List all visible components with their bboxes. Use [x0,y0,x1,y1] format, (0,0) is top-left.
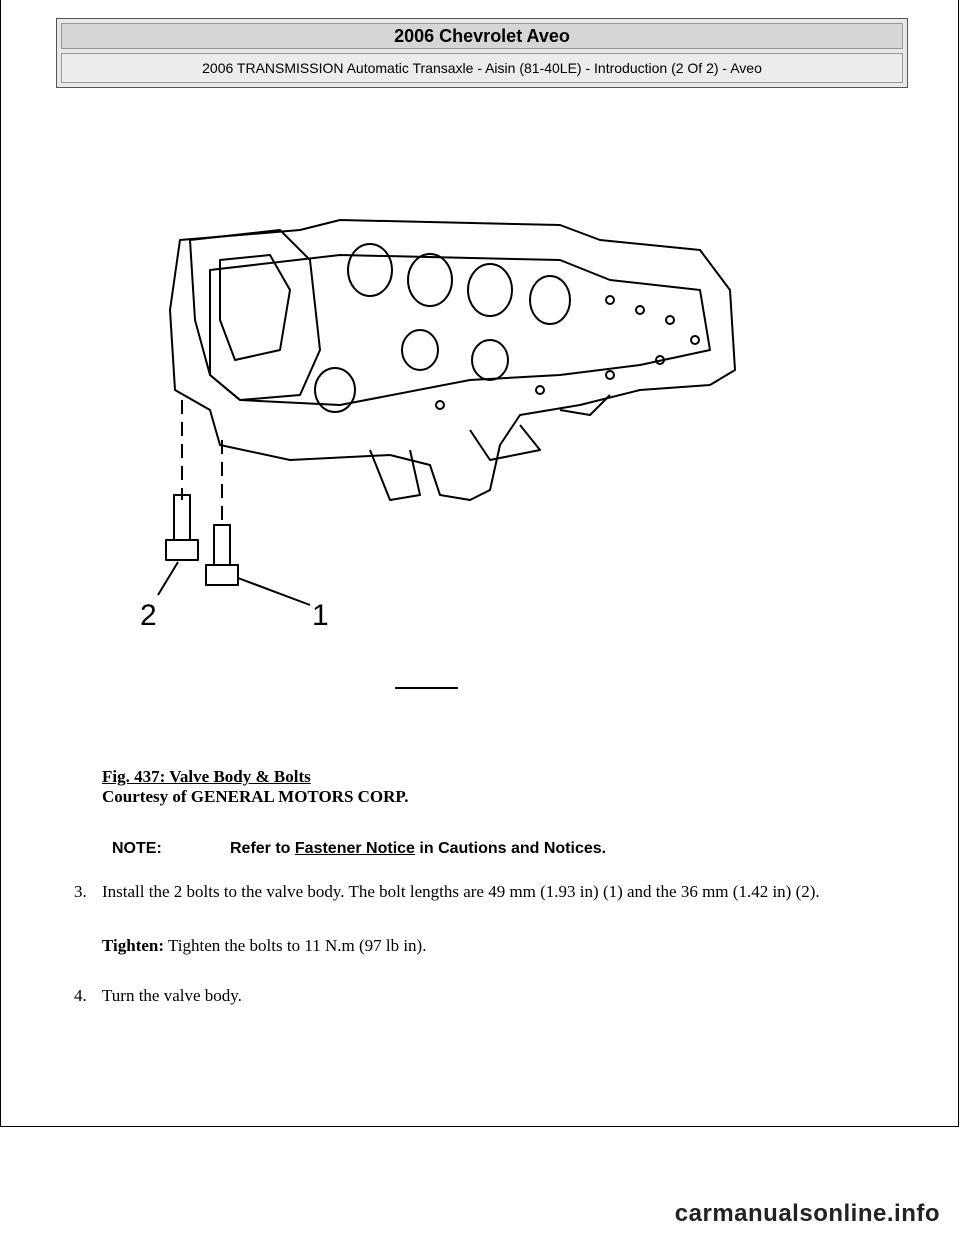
callout-2: 2 [140,599,157,632]
step-number: 4. [74,986,87,1005]
step-4: 4. Turn the valve body. [74,986,242,1006]
step-text: Install the 2 bolts to the valve body. T… [102,882,820,901]
header-subtitle: 2006 TRANSMISSION Automatic Transaxle - … [61,53,903,83]
figure-title[interactable]: Fig. 437: Valve Body & Bolts [102,767,311,786]
header-title: 2006 Chevrolet Aveo [61,23,903,49]
note-label: NOTE: [112,840,162,857]
tighten-spec: Tighten: Tighten the bolts to 11 N.m (97… [102,936,426,956]
tighten-label: Tighten: [102,936,165,955]
document-header: 2006 Chevrolet Aveo 2006 TRANSMISSION Au… [56,18,908,88]
step-3: 3. Install the 2 bolts to the valve body.… [74,882,820,902]
bolt-1 [213,524,231,566]
note-text-after: in Cautions and Notices. [414,840,607,857]
page-left-border [0,0,1,1127]
step-text: Turn the valve body. [102,986,242,1005]
callout-1: 1 [312,599,329,632]
note-block: NOTE: Refer to Fastener Notice in Caution… [112,839,606,859]
valve-body-outline [169,219,736,501]
page-frame [0,0,959,1127]
fastener-notice-link[interactable]: Fastener Notice [294,840,415,857]
note-text-before: Refer to [230,840,295,857]
watermark: carmanualsonline.info [674,1200,940,1227]
figure-caption: Fig. 437: Valve Body & Bolts Courtesy of… [102,767,409,807]
figure-courtesy: Courtesy of GENERAL MOTORS CORP. [102,787,409,806]
tighten-text: Tighten the bolts to 11 N.m (97 lb in). [164,936,427,955]
valve-body-illustration: 2 1 [140,219,736,689]
bolt-2 [173,494,191,541]
step-number: 3. [74,882,87,901]
